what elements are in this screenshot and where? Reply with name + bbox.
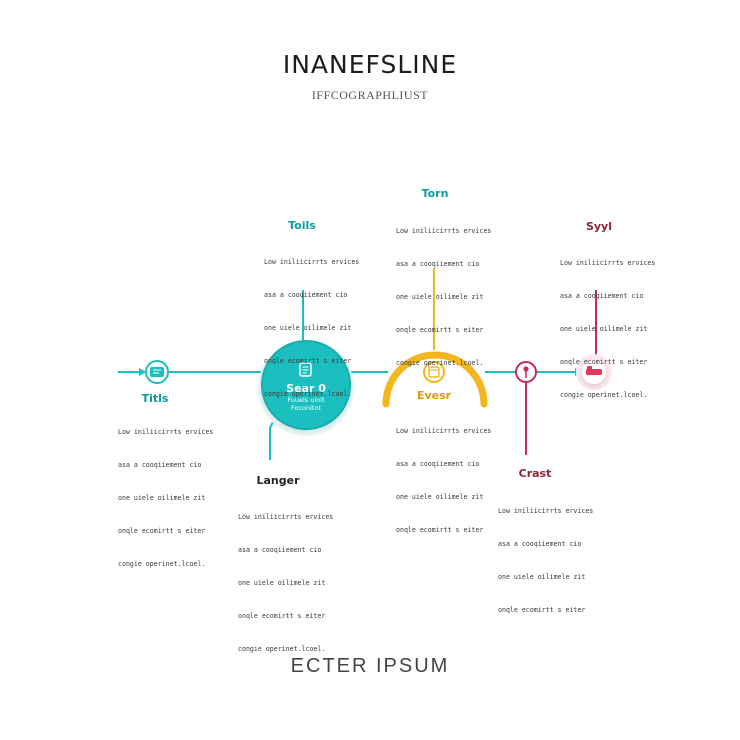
step-text-line: one uiele oilimele zit <box>560 325 648 333</box>
step-heading-syyl: Syyl <box>585 220 613 233</box>
step-text-line: onqle ecomirtt s eiter <box>396 526 484 534</box>
step-text-line: congie operinet.lcoel. <box>264 390 352 398</box>
step-text-line: Low iniliicirrts ervices <box>396 427 492 435</box>
step-text-line: asa a cooqiiement cio <box>560 292 644 300</box>
center-node-title: Sear 0 <box>286 382 326 395</box>
step-text-line: one uiele oilimele zit <box>396 493 484 501</box>
step-text-titls: Low iniliicirrts ervices asa a cooqiieme… <box>118 405 213 592</box>
step-heading-crast: Crast <box>518 467 552 480</box>
step-heading-langer: Langer <box>256 474 300 487</box>
step-text-torn: Low iniliicirrts ervices asa a cooqiieme… <box>396 204 491 391</box>
document-icon <box>299 362 312 377</box>
step-text-langer: Low iniliicirrts ervices asa a cooqiieme… <box>238 490 333 677</box>
step-text-line: onqle ecomirtt s eiter <box>498 606 586 614</box>
step-text-crast: Low iniliicirrts ervices asa a cooqiieme… <box>498 484 593 638</box>
center-node-line2: Foconitot <box>290 404 322 412</box>
step-heading-titls: Titls <box>141 392 169 405</box>
calendar-icon <box>428 366 440 378</box>
step-text-line: one uiele oilimele zit <box>498 573 586 581</box>
step-text-line: asa a cooqiiement cio <box>396 260 480 268</box>
step-text-line: asa a cooqiiement cio <box>396 460 480 468</box>
step-text-line: Low iniliicirrts ervices <box>118 428 214 436</box>
step-text-line: congie operinet.lcoel. <box>396 359 484 367</box>
step-text-line: one uiele oilimele zit <box>118 494 206 502</box>
center-node-line1: Fuuels uinlt <box>287 396 325 404</box>
step-text-line: congie operinet.lcoel. <box>118 560 206 568</box>
step-text-line: one uiele oilimele zit <box>264 324 352 332</box>
step-text-line: congie operinet.lcoel. <box>560 391 648 399</box>
step-text-line: congie operinet.lcoel. <box>238 645 326 653</box>
arc-node <box>382 351 488 408</box>
step-text-line: Low iniliicirrts ervices <box>396 227 492 235</box>
step-text-line: Low iniliicirrts ervices <box>264 258 360 266</box>
timeline-start-arrow <box>139 368 146 376</box>
step-heading-toils: Toils <box>288 219 316 232</box>
step-text-line: asa a cooqiiement cio <box>264 291 348 299</box>
footer-text: ECTER IPSUM <box>290 655 450 677</box>
step-text-line: Low iniliicirrts ervices <box>560 259 656 267</box>
step-heading-torn: Torn <box>421 187 449 200</box>
step-text-toils: Low iniliicirrts ervices asa a cooqiieme… <box>264 235 359 422</box>
step-text-syyl: Low iniliicirrts ervices asa a cooqiieme… <box>560 236 655 423</box>
step-text-line: asa a cooqiiement cio <box>498 540 582 548</box>
map-pin-icon <box>523 366 529 378</box>
step-text-line: one uiele oilimele zit <box>396 293 484 301</box>
center-node <box>262 341 350 429</box>
step-text-line: Low iniliicirrts ervices <box>498 507 594 515</box>
step-text-line: one uiele oilimele zit <box>238 579 326 587</box>
step-text-line: onqle ecomirtt s eiter <box>238 612 326 620</box>
step-text-line: asa a cooqiiement cio <box>238 546 322 554</box>
bed-icon <box>586 366 602 375</box>
step-text-line: onqle ecomirtt s eiter <box>396 326 484 334</box>
message-icon <box>150 367 164 377</box>
step-text-line: Low iniliicirrts ervices <box>238 513 334 521</box>
step-text-line: onqle ecomirtt s eiter <box>118 527 206 535</box>
step-text-evesr: Low iniliicirrts ervices asa a cooqiieme… <box>396 404 491 558</box>
step-heading-evesr: Evesr <box>416 389 452 402</box>
step-text-line: onqle ecomirtt s eiter <box>264 357 352 365</box>
step-text-line: onqle ecomirtt s eiter <box>560 358 648 366</box>
step-text-line: asa a cooqiiement cio <box>118 461 202 469</box>
page-subtitle: IFFCOGRAPHLIUST <box>311 88 429 102</box>
page-title: INANEFSLINE <box>282 50 458 79</box>
